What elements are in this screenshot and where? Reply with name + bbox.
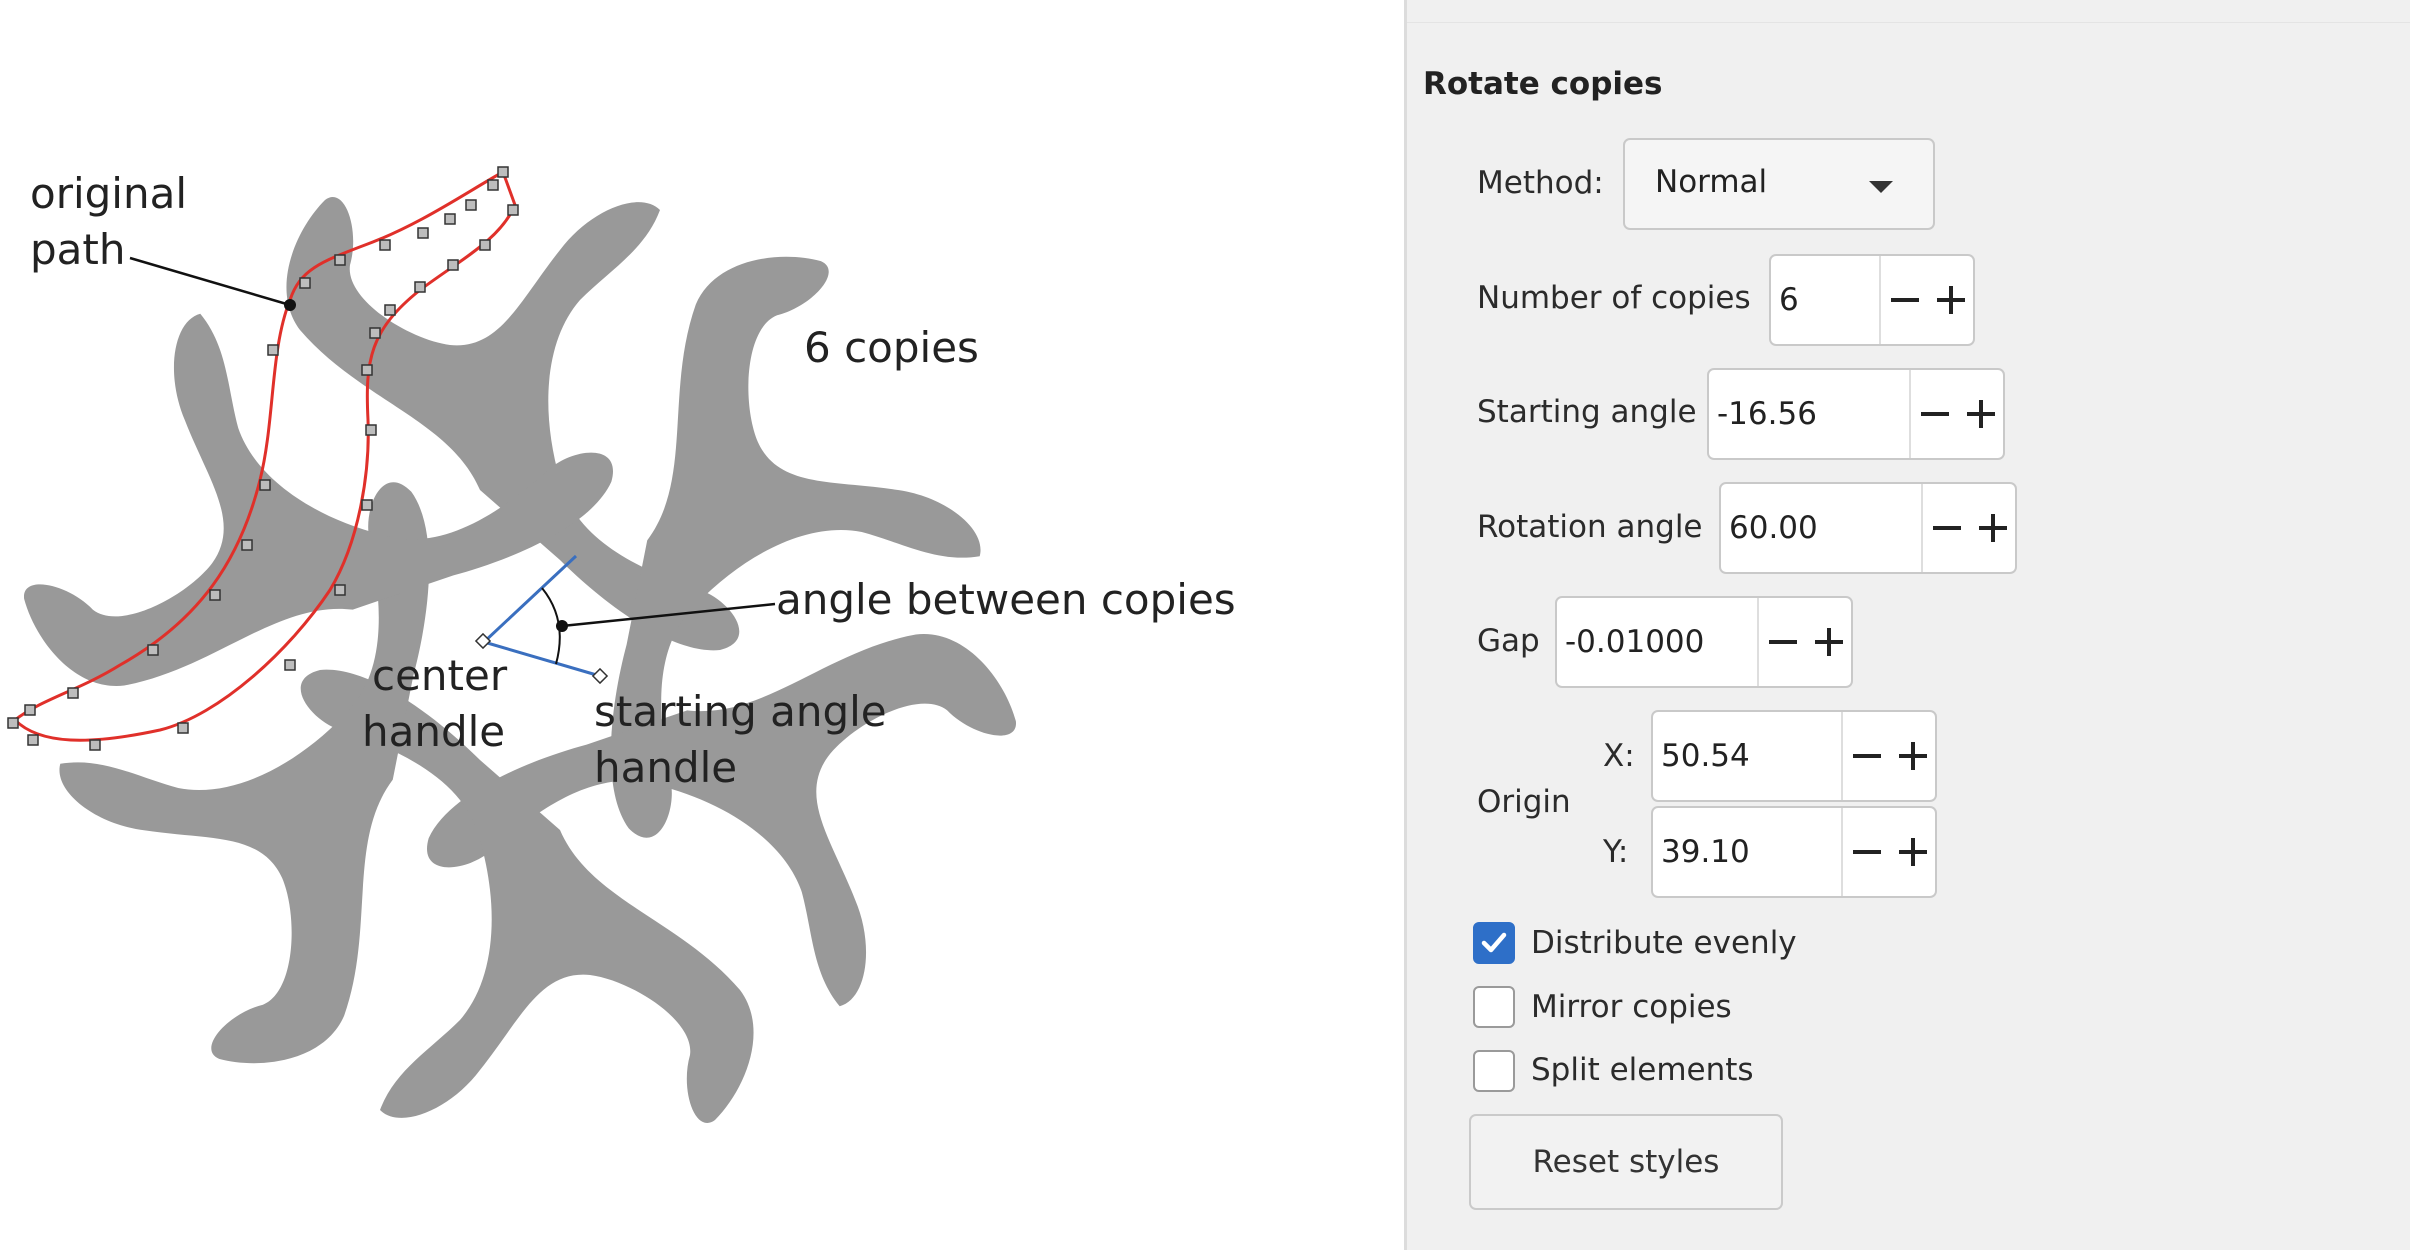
gap-decrement-button[interactable]	[1757, 598, 1807, 686]
starting-angle-spinner[interactable]: -16.56	[1707, 368, 2005, 460]
path-node-handles	[7, 166, 519, 751]
rotation-handles	[474, 554, 776, 685]
starting-angle-handle-marker	[591, 667, 609, 685]
origin-x-label: X:	[1603, 738, 1635, 774]
illustration-canvas	[2, 166, 1038, 1123]
origin-x-value: 50.54	[1661, 738, 1750, 774]
origin-y-increment-button[interactable]	[1889, 808, 1937, 896]
rotation-angle-value: 60.00	[1729, 510, 1818, 546]
rotate-copies-illustration: original path 6 copies angle between cop…	[2, 166, 1236, 1123]
original-path-label-line2: path	[30, 225, 126, 274]
rotation-angle-decrement-button[interactable]	[1921, 484, 1971, 572]
panel-top-strip	[1407, 0, 2410, 23]
mirror-copies-checkbox[interactable]	[1473, 986, 1515, 1028]
origin-x-spinner[interactable]: 50.54	[1651, 710, 1937, 802]
split-elements-label: Split elements	[1531, 1052, 1754, 1088]
minus-icon	[1891, 298, 1919, 302]
method-dropdown-value: Normal	[1655, 164, 1768, 200]
angle-between-copies-label: angle between copies	[776, 575, 1236, 624]
distribute-evenly-label: Distribute evenly	[1531, 925, 1797, 961]
mirror-copies-label: Mirror copies	[1531, 989, 1732, 1025]
minus-icon	[1933, 526, 1961, 530]
minus-icon	[1769, 640, 1797, 644]
starting-angle-handle-label-line2: handle	[594, 743, 738, 792]
rotation-angle-label: Rotation angle	[1477, 509, 1703, 545]
number-of-copies-label: Number of copies	[1477, 280, 1751, 316]
origin-label: Origin	[1477, 784, 1571, 820]
copies-count-label: 6 copies	[804, 323, 979, 372]
center-handle-label-line2: handle	[362, 707, 506, 756]
original-path-leader	[129, 256, 291, 307]
gap-label: Gap	[1477, 623, 1540, 659]
checkmark-icon	[1481, 932, 1507, 953]
distribute-evenly-checkbox[interactable]	[1473, 922, 1515, 964]
original-path-label-line1: original	[30, 169, 187, 218]
minus-icon	[1853, 754, 1881, 758]
starting-angle-handle-label-line1: starting angle	[594, 687, 887, 736]
starting-angle-value: -16.56	[1717, 396, 1817, 432]
gap-increment-button[interactable]	[1805, 598, 1853, 686]
number-of-copies-decrement-button[interactable]	[1879, 256, 1929, 344]
origin-y-value: 39.10	[1661, 834, 1750, 870]
split-elements-checkbox[interactable]	[1473, 1050, 1515, 1092]
minus-icon	[1853, 850, 1881, 854]
rotate-copies-panel: Rotate copies Method: Normal Number of c…	[1404, 0, 2410, 1250]
chevron-down-icon	[1869, 181, 1893, 193]
minus-icon	[1921, 412, 1949, 416]
starting-angle-decrement-button[interactable]	[1909, 370, 1959, 458]
reset-styles-button[interactable]: Reset styles	[1469, 1114, 1783, 1210]
panel-title: Rotate copies	[1423, 66, 1663, 102]
center-handle-marker	[474, 632, 492, 650]
method-dropdown[interactable]: Normal	[1623, 138, 1935, 230]
gap-value: -0.01000	[1565, 624, 1705, 660]
origin-x-increment-button[interactable]	[1889, 712, 1937, 800]
origin-y-decrement-button[interactable]	[1841, 808, 1891, 896]
starting-angle-label: Starting angle	[1477, 394, 1697, 430]
origin-y-spinner[interactable]: 39.10	[1651, 806, 1937, 898]
method-label: Method:	[1477, 165, 1604, 201]
starting-angle-increment-button[interactable]	[1957, 370, 2005, 458]
rotation-angle-spinner[interactable]: 60.00	[1719, 482, 2017, 574]
origin-x-decrement-button[interactable]	[1841, 712, 1891, 800]
center-handle-label-line1: center	[372, 651, 508, 700]
gap-spinner[interactable]: -0.01000	[1555, 596, 1853, 688]
number-of-copies-spinner[interactable]: 6	[1769, 254, 1975, 346]
rotation-angle-increment-button[interactable]	[1969, 484, 2017, 572]
number-of-copies-increment-button[interactable]	[1927, 256, 1975, 344]
original-path-outline	[12, 169, 517, 742]
number-of-copies-value: 6	[1779, 282, 1799, 318]
origin-y-label: Y:	[1603, 834, 1629, 870]
